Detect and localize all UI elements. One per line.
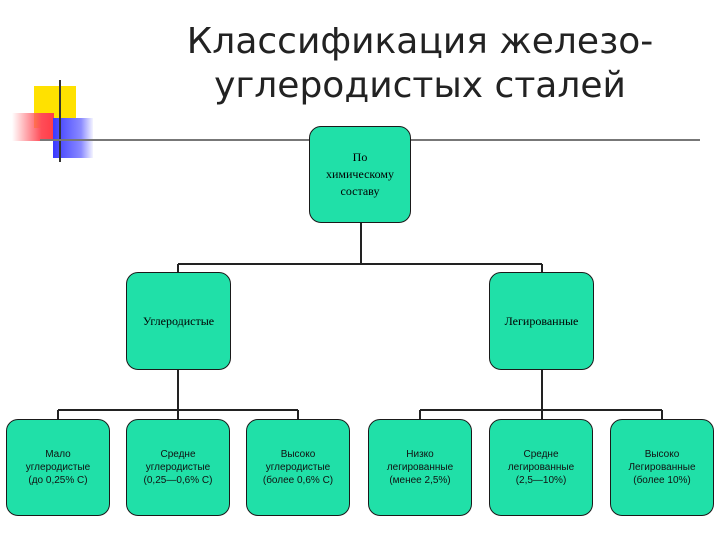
leaf-label-line-1: Высоко [280,449,316,460]
leaf-label-line-1: Средне [523,449,559,460]
group-node-alloyed: Легированные [489,272,594,370]
leaf-node-medium-carbon: Средне углеродистые (0,25—0,6% С) [126,419,230,516]
leaf-label-line-2: легированные [386,462,454,473]
slide-title-line-2: углеродистых сталей [214,65,626,106]
group-label-alloyed: Легированные [504,313,579,328]
group-node-carbon: Углеродистые [126,272,231,370]
leaf-label-line-2: углеродистые [145,462,211,473]
root-label-line-3: составу [340,184,380,198]
leaf-label-line-3: (более 10%) [633,475,691,486]
leaf-label-line-3: (до 0,25% С) [28,475,88,486]
slide-title-line-1: Классификация железо- [186,21,654,62]
leaf-label-line-1: Низко [406,449,434,460]
leaf-node-high-alloyed: Высоко Легированные (более 10%) [610,419,714,516]
root-node-chemical-composition: По химическому составу [309,126,411,223]
leaf-label-line-2: углеродистые [265,462,331,473]
leaf-node-low-alloyed: Низко легированные (менее 2,5%) [368,419,472,516]
leaf-label-line-1: Мало [45,449,71,460]
decor-vertical-line [59,80,61,162]
leaf-node-high-carbon: Высоко углеродистые (более 0,6% С) [246,419,350,516]
root-label-line-2: химическому [325,167,394,181]
leaf-node-low-carbon: Мало углеродистые (до 0,25% С) [6,419,110,516]
decor-red-square [12,113,54,141]
group-label-carbon: Углеродистые [142,313,215,328]
root-label-line-1: По [352,150,368,164]
leaf-label-line-1: Средне [160,449,196,460]
leaf-label-line-2: Легированные [628,462,696,473]
leaf-label-line-2: легированные [507,462,575,473]
leaf-label-line-3: (менее 2,5%) [389,475,451,486]
leaf-label-line-3: (0,25—0,6% С) [143,475,213,486]
leaf-label-line-2: углеродистые [25,462,91,473]
slide-title: Классификация железо- углеродистых стале… [150,20,690,108]
leaf-label-line-3: (более 0,6% С) [262,475,334,486]
leaf-label-line-1: Высоко [644,449,680,460]
leaf-label-line-3: (2,5—10%) [515,475,567,486]
leaf-node-medium-alloyed: Средне легированные (2,5—10%) [489,419,593,516]
